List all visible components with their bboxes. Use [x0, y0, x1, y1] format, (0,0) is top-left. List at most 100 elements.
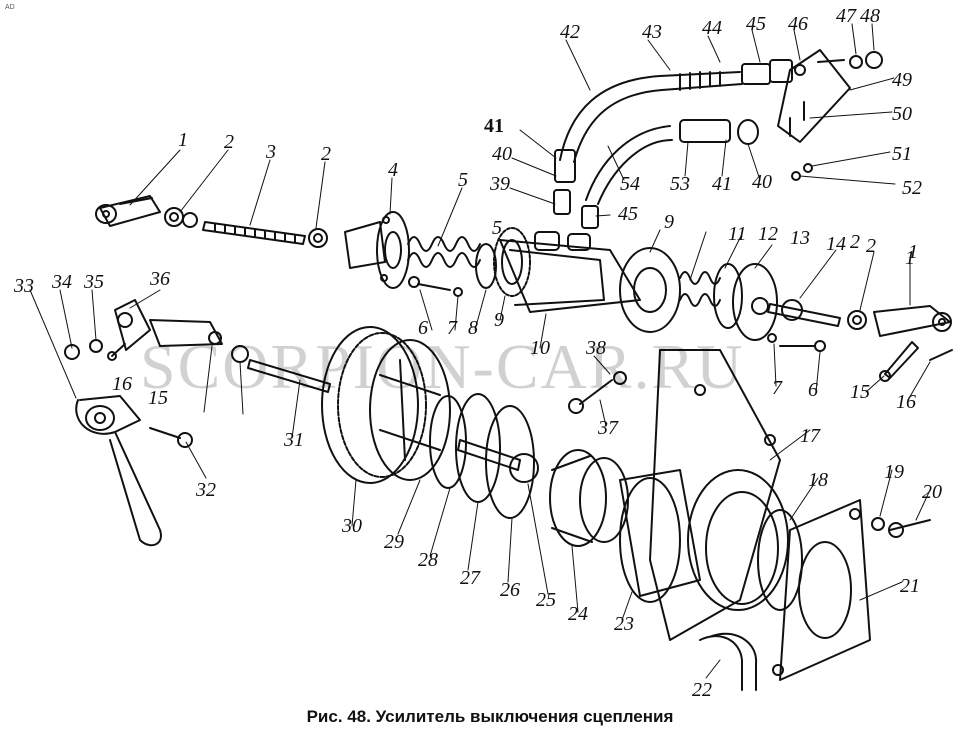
- part-ref-6: 6: [808, 379, 818, 401]
- part-ref-44: 44: [702, 17, 722, 39]
- part-ref-51: 51: [892, 143, 912, 165]
- part-lever-36: [114, 299, 151, 351]
- part-ref-39: 39: [489, 173, 510, 195]
- part-ref-29: 29: [384, 531, 404, 553]
- part-valve-body-10: [499, 231, 641, 313]
- part-cover-4: [344, 211, 410, 289]
- part-ref-41: 41: [712, 173, 732, 195]
- part-plate-13: [732, 263, 778, 341]
- part-ref-36: 36: [149, 268, 170, 290]
- part-ref-45: 45: [618, 203, 638, 225]
- part-ref-41: 41: [484, 115, 504, 137]
- part-spring-11: [679, 271, 721, 307]
- part-cotter-16-right: [929, 349, 953, 361]
- part-nuts-51-52: [791, 163, 813, 181]
- part-ref-7: 7: [447, 317, 458, 339]
- part-ref-10: 10: [530, 337, 550, 359]
- part-cylinder-24: [549, 449, 629, 547]
- part-ref-43: 43: [642, 21, 662, 43]
- corner-mark: AD: [5, 4, 15, 11]
- part-ref-50: 50: [892, 103, 912, 125]
- part-nut-2a: [164, 207, 184, 227]
- part-ref-20: 20: [922, 481, 942, 503]
- part-ref-48: 48: [860, 5, 880, 27]
- part-rod-31: [231, 345, 331, 393]
- part-ref-17: 17: [800, 425, 821, 447]
- part-ref-9: 9: [494, 309, 504, 331]
- part-ref-30: 30: [341, 515, 362, 537]
- part-ref-45: 45: [746, 13, 766, 35]
- part-ref-35: 35: [83, 271, 104, 293]
- part-ref-46: 46: [788, 13, 808, 35]
- part-ref-8: 8: [468, 317, 478, 339]
- part-ring-18: [757, 509, 803, 611]
- part-hose-42-43: [559, 71, 743, 163]
- part-fork-1-left-lower: [149, 319, 223, 347]
- part-ref-32: 32: [195, 479, 216, 501]
- part-ref-6: 6: [418, 317, 428, 339]
- part-fork-left: [95, 195, 161, 227]
- part-ref-23: 23: [614, 613, 634, 635]
- part-ref-5: 5: [458, 169, 468, 191]
- part-flange-9: [619, 247, 681, 333]
- part-ref-2: 2: [850, 231, 860, 253]
- figure-caption: Рис. 48. Усилитель выключения сцепления: [306, 707, 674, 726]
- part-bolts-50: [789, 101, 805, 137]
- part-ref-31: 31: [283, 429, 304, 451]
- part-bolt-47-48: [817, 51, 883, 69]
- part-nut-2c: [308, 228, 328, 248]
- part-cover-21: [772, 499, 871, 681]
- part-ref-26: 26: [500, 579, 520, 601]
- part-ref-33: 33: [13, 275, 34, 297]
- part-fitting-39-41: [553, 149, 576, 215]
- part-bolt-32: [149, 427, 193, 448]
- part-ref-21: 21: [900, 575, 920, 597]
- part-ring-27: [485, 405, 535, 519]
- part-ref-7: 7: [772, 377, 783, 399]
- part-fitting-44-45: [741, 59, 793, 85]
- part-ref-28: 28: [418, 549, 438, 571]
- part-bolt-6-7-left: [408, 276, 463, 297]
- part-ref-2: 2: [321, 143, 331, 165]
- part-bushing-12: [713, 263, 743, 329]
- part-ref-15: 15: [148, 387, 168, 409]
- part-ref-18: 18: [808, 469, 828, 491]
- part-pin-15-left: [107, 343, 126, 361]
- part-ref-22: 22: [692, 679, 712, 701]
- part-cylinder-23: [619, 469, 701, 603]
- part-nut-2d: [847, 310, 867, 330]
- part-ref-19: 19: [884, 461, 904, 483]
- part-ring-8: [475, 243, 497, 289]
- part-spring-5: [407, 236, 481, 268]
- part-ref-49: 49: [892, 69, 912, 91]
- part-ref-15: 15: [850, 381, 870, 403]
- part-ref-1: 1: [905, 247, 915, 269]
- part-piston-rod-26-25: [457, 439, 539, 483]
- part-washer-2b: [182, 212, 198, 228]
- part-ref-16: 16: [112, 373, 132, 395]
- part-elbow-22: [699, 632, 758, 691]
- part-gear-ring-9: [493, 227, 531, 297]
- part-rod-14: [767, 299, 841, 327]
- part-ref-40: 40: [752, 171, 772, 193]
- part-ref-13: 13: [790, 227, 810, 249]
- part-ref-1: 1: [178, 129, 188, 151]
- part-ref-2: 2: [224, 131, 234, 153]
- part-threaded-rod-3: [202, 221, 306, 245]
- part-ref-4: 4: [388, 159, 398, 181]
- part-bolt-37-38: [568, 371, 627, 414]
- part-ref-14: 14: [826, 233, 846, 255]
- part-housing-30: [321, 326, 451, 484]
- part-ref-5: 5: [492, 217, 502, 239]
- part-pin-15-right: [879, 341, 919, 382]
- part-ref-2: 2: [866, 235, 876, 257]
- part-ref-1: 1: [908, 241, 918, 263]
- part-ref-11: 11: [728, 223, 747, 245]
- part-ref-12: 12: [758, 223, 778, 245]
- part-ref-38: 38: [585, 337, 606, 359]
- part-ref-25: 25: [536, 589, 556, 611]
- leader-lines: [29, 23, 931, 679]
- part-fork-right: [873, 305, 952, 337]
